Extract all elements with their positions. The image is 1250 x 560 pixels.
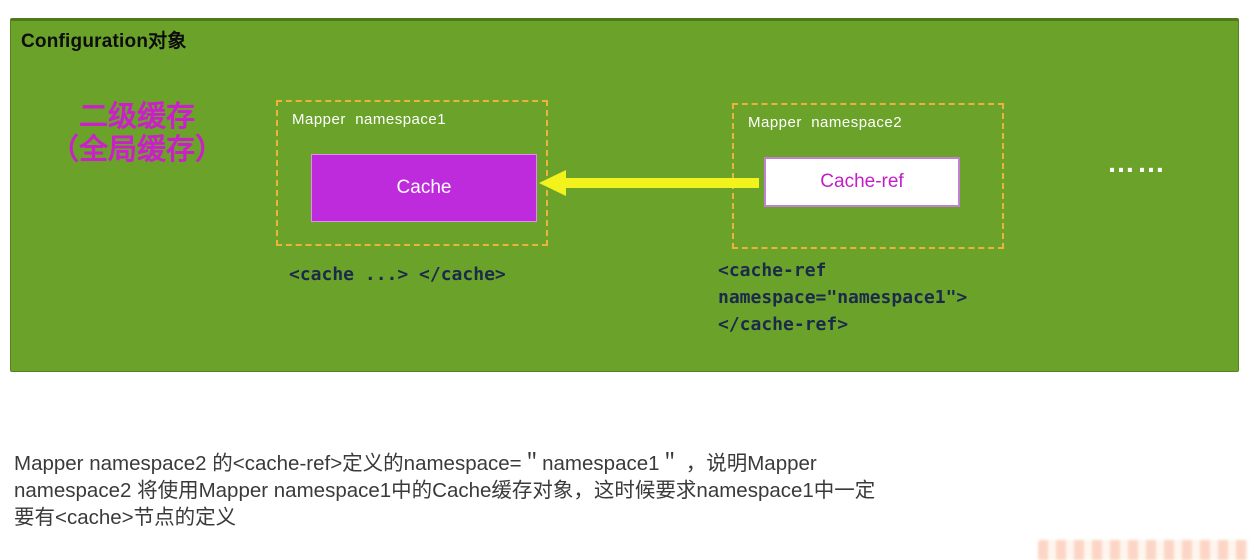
second-level-cache-label: 二级缓存 （全局缓存） bbox=[29, 101, 245, 167]
cache-ref-code-line3: </cache-ref> bbox=[718, 314, 849, 335]
cache-ref-node-label: Cache-ref bbox=[820, 171, 904, 192]
arrow-body bbox=[565, 178, 759, 188]
cache-node: Cache bbox=[311, 154, 537, 222]
side-label-line1: 二级缓存 bbox=[78, 101, 195, 133]
cache-ref-code-snippet: <cache-ref namespace="namespace1"> </cac… bbox=[718, 257, 967, 338]
watermark bbox=[1038, 540, 1248, 560]
cache-node-label: Cache bbox=[396, 177, 452, 198]
ellipsis: …… bbox=[1107, 147, 1167, 178]
mapper-namespace2-box: Mapper namespace2 Cache-ref bbox=[732, 103, 1004, 249]
cache-code-snippet: <cache ...> </cache> bbox=[289, 264, 506, 285]
cache-ref-node: Cache-ref bbox=[764, 157, 960, 207]
mapper2-label: Mapper namespace2 bbox=[748, 114, 903, 131]
description-line2: namespace2 将使用Mapper namespace1中的Cache缓存… bbox=[14, 479, 876, 502]
panel-title: Configuration对象 bbox=[21, 31, 187, 52]
description-line3: 要有<cache>节点的定义 bbox=[14, 506, 237, 529]
description-paragraph: Mapper namespace2 的<cache-ref>定义的namespa… bbox=[14, 450, 1194, 531]
side-label-line2: （全局缓存） bbox=[49, 134, 224, 166]
configuration-panel: Configuration对象 二级缓存 （全局缓存） Mapper names… bbox=[10, 18, 1239, 372]
mapper1-label: Mapper namespace1 bbox=[292, 111, 447, 128]
arrow-left-icon bbox=[539, 170, 566, 196]
cache-ref-code-line2: namespace="namespace1"> bbox=[718, 287, 968, 308]
mapper-namespace1-box: Mapper namespace1 Cache bbox=[276, 100, 548, 246]
cache-ref-code-line1: <cache-ref bbox=[718, 260, 827, 281]
description-line1: Mapper namespace2 的<cache-ref>定义的namespa… bbox=[14, 452, 817, 475]
